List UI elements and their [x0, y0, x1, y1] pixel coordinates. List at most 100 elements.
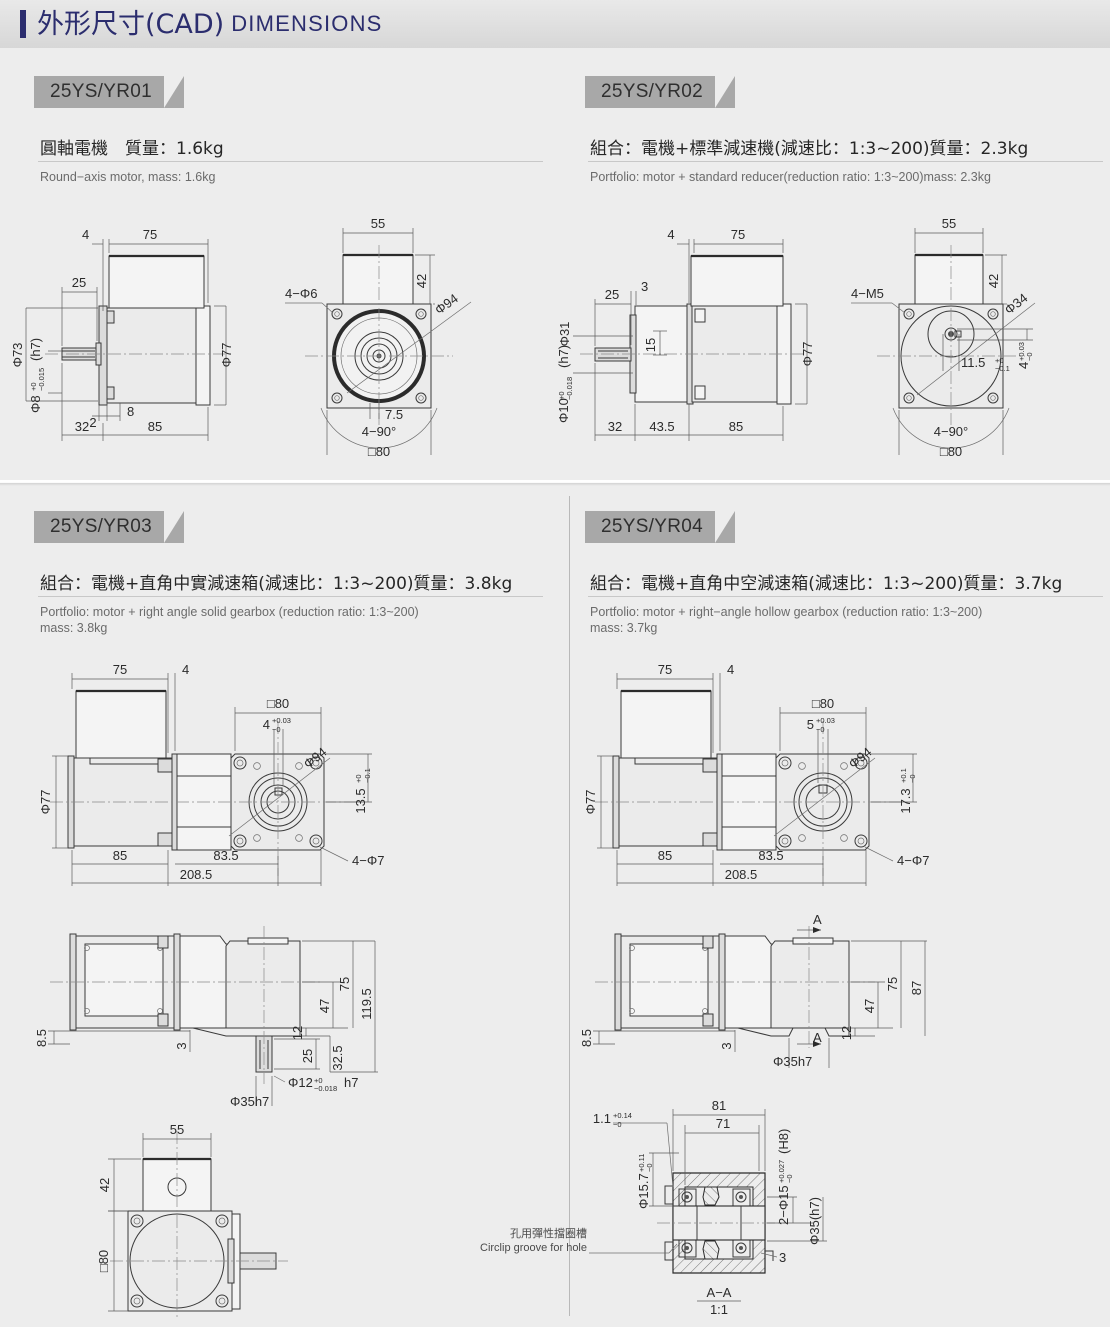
dim-03-top-135-up: +0 [354, 774, 363, 783]
dim-04-top-sq80: □80 [812, 696, 834, 711]
dim-02-side-75: 75 [731, 227, 745, 242]
page-title-cn: 外形尺寸(CAD) [37, 8, 225, 40]
dim-01-side-phi8-up: +0 [29, 382, 38, 391]
dim-03-side-phi12: Φ12 [288, 1075, 313, 1090]
dim-04-top-4: 4 [727, 662, 734, 677]
dim-03-side-phi12-up: +0 [314, 1076, 323, 1085]
drawing-04-top-view: 75 4 □80 5 +0.03 −0 Φ94 [575, 661, 955, 911]
drawing-03-side-view: 8.5 3 12 47 75 119 [30, 926, 410, 1126]
dim-01-side-25: 25 [72, 275, 86, 290]
panel-tag-02[interactable]: 25YS/YR02 [585, 76, 735, 108]
dim-01-front-42: 42 [414, 274, 429, 288]
spec-rule-01 [38, 161, 543, 162]
dim-02-side-15: 15 [643, 338, 658, 352]
dim-04-side-75: 75 [885, 977, 900, 991]
dim-04-top-85: 85 [658, 848, 672, 863]
dim-03-top-85: 85 [113, 848, 127, 863]
section-scale: 1:1 [710, 1302, 728, 1317]
panel-tag-04[interactable]: 25YS/YR04 [585, 511, 735, 543]
page-title-en: DIMENSIONS [231, 11, 383, 36]
panel-spec-cn-03: 組合：電機+直角中實減速箱(減速比：1:3~200)質量：3.8kg [40, 574, 513, 594]
panel-25ysyr02: 25YS/YR02 組合：電機+標準減速機(減速比：1:3~200)質量：2.3… [555, 48, 1110, 480]
dim-03-bot-42: 42 [97, 1178, 112, 1192]
dim-04-top-2085: 208.5 [725, 867, 758, 882]
panel-spec-en-01: Round−axis motor, mass: 1.6kg [40, 170, 216, 184]
dim-03-top-4: 4 [182, 662, 189, 677]
panel-tag-03-label: 25YS/YR03 [50, 516, 152, 537]
panel-tag-01[interactable]: 25YS/YR01 [34, 76, 184, 108]
panel-row-bottom: 25YS/YR03 組合：電機+直角中實減速箱(減速比：1:3~200)質量：3… [0, 486, 1110, 1327]
dim-03-side-phi12-fit: h7 [344, 1075, 358, 1090]
dim-01-front-phi94: Φ94 [432, 291, 461, 318]
panel-spec-cn-02: 組合：電機+標準減速機(減速比：1:3~200)質量：2.3kg [590, 139, 1029, 159]
dim-03-top-phi77: Φ77 [38, 790, 53, 815]
column-divider [569, 496, 570, 1316]
panel-tag-02-label: 25YS/YR02 [601, 81, 703, 102]
dim-01-side-4: 4 [82, 227, 89, 242]
dim-04-sec-35: Φ35(h7) [807, 1197, 822, 1245]
dim-03-side-75: 75 [337, 977, 352, 991]
dim-03-side-3: 3 [174, 1042, 189, 1049]
spec-rule-03 [38, 596, 543, 597]
dim-04-sec-bore: 2−Φ15 [776, 1185, 791, 1225]
dim-04-sec-bore-fit: (H8) [776, 1129, 791, 1154]
dim-02-side-32: 32 [608, 419, 622, 434]
dim-04-sec-157-dn: −0 [645, 1163, 654, 1172]
dim-03-side-47: 47 [317, 999, 332, 1013]
dim-03-top-75: 75 [113, 662, 127, 677]
dim-04-top-173-dn: −0 [908, 774, 917, 783]
dim-04-side-85a: 8.5 [579, 1029, 594, 1047]
page-title-bar: 外形尺寸(CAD) DIMENSIONS [0, 0, 1110, 48]
dim-01-side-8: 8 [127, 404, 134, 419]
dim-02-side-phi10-up: +0 [557, 391, 566, 400]
dim-01-side-32: 32 [75, 419, 89, 434]
dim-04-top-key-dn: −0 [816, 725, 825, 734]
panel-spec-cn-01: 圓軸電機 質量：1.6kg [40, 139, 224, 159]
dim-04-top-phi77: Φ77 [583, 790, 598, 815]
dim-04-side-12: 12 [839, 1026, 854, 1040]
dim-01-front-ang: 4−90° [362, 424, 396, 439]
dim-03-top-key-up: +0.03 [272, 716, 291, 725]
drawing-04-side-view: A A 8.5 3 12 [575, 912, 955, 1126]
dim-03-bot-55: 55 [170, 1122, 184, 1137]
dim-02-front-115: 11.5 [961, 355, 985, 370]
dim-02-side-phi10: Φ10 [556, 398, 571, 423]
dim-04-top-75: 75 [658, 662, 672, 677]
dim-03-top-835: 83.5 [213, 848, 238, 863]
dim-02-front-42: 42 [986, 274, 1001, 288]
dim-03-side-phi12-dn: −0.018 [314, 1084, 337, 1093]
dim-03-side-flange: Φ35h7 [230, 1094, 269, 1109]
panel-spec-cn-04: 組合：電機+直角中空減速箱(減速比：1:3~200)質量：3.7kg [590, 574, 1063, 594]
dim-02-side-3: 3 [641, 279, 648, 294]
dim-04-sec-3: 3 [779, 1250, 786, 1265]
spec-rule-04 [588, 596, 1103, 597]
drawing-01-front-view: 55 42 4−Φ6 Φ94 7.5 [275, 203, 565, 463]
dim-03-side-85a: 8.5 [34, 1029, 49, 1047]
dim-03-side-12: 12 [290, 1026, 305, 1040]
dim-02-front-115-up: +0 [995, 356, 1004, 365]
dim-03-top-4phi7: 4−Φ7 [352, 853, 384, 868]
dim-02-front-55: 55 [942, 216, 956, 231]
dim-01-side-phi8: Φ8 [28, 395, 43, 413]
dim-04-sec-11-dn: −0 [613, 1120, 622, 1129]
dim-02-front-4: 4 [1016, 362, 1031, 369]
panel-tag-03[interactable]: 25YS/YR03 [34, 511, 184, 543]
row-divider [0, 480, 1110, 486]
dim-03-bot-sq80: □80 [96, 1250, 111, 1272]
drawing-04-section-aa: 81 71 1.1 +0.14 −0 [480, 1098, 965, 1321]
dim-04-sec-157-up: +0.11 [637, 1154, 646, 1172]
dim-02-side-phi10-fit: (h7) [556, 345, 571, 368]
dim-02-side-phi77: Φ77 [800, 342, 815, 367]
note-circlip-cn: 孔用彈性擋圈槽 [510, 1226, 587, 1240]
dim-03-top-key: 4 [263, 717, 270, 732]
dim-03-top-key-dn: −0 [272, 725, 281, 734]
dim-04-side-87: 87 [909, 981, 924, 995]
dim-04-side-3: 3 [719, 1042, 734, 1049]
dim-02-front-ang: 4−90° [934, 424, 968, 439]
dim-02-front-4-up: +0.03 [1017, 342, 1026, 361]
dim-04-sec-81: 81 [712, 1098, 726, 1113]
dim-04-side-47: 47 [862, 999, 877, 1013]
dim-02-side-phi31: Φ31 [557, 322, 572, 347]
dim-02-front-4-dn: −0 [1025, 352, 1034, 361]
drawing-sheet: 25YS/YR01 圓軸電機 質量：1.6kg Round−axis motor… [0, 48, 1110, 1327]
